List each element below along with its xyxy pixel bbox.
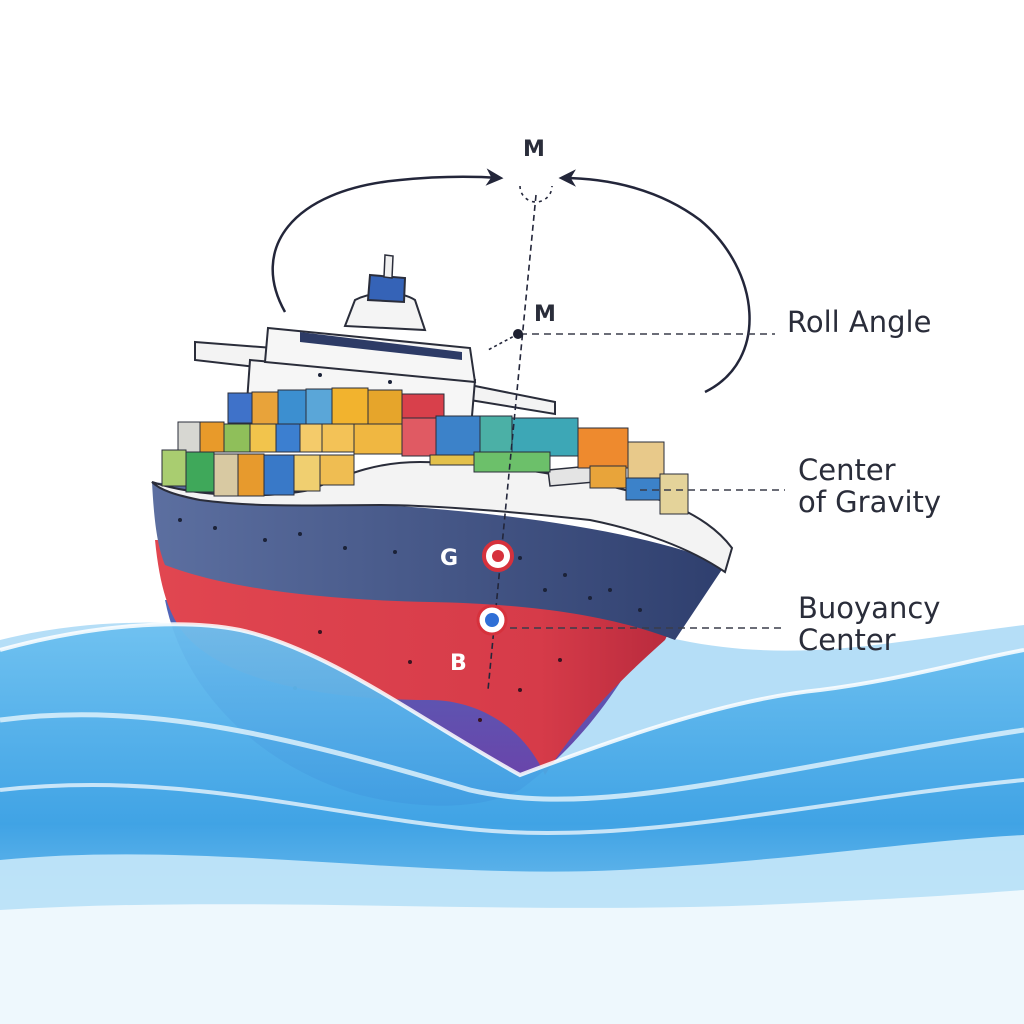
- sea-front: [0, 622, 1024, 1024]
- metacenter-top-label: M: [523, 137, 545, 162]
- center-of-gravity-marker: [482, 540, 514, 572]
- center-of-gravity-line1: Center: [798, 453, 896, 487]
- cargo-containers: [161, 387, 689, 515]
- metacenter-label: M: [534, 302, 556, 327]
- roll-angle-arrows: [271, 168, 751, 394]
- leader-lines: [510, 333, 785, 629]
- center-of-gravity-line2: of Gravity: [798, 485, 942, 520]
- buoyancy-center-marker: [476, 604, 508, 636]
- metacenter-circle: [519, 185, 553, 203]
- roll-arc-left: [271, 168, 504, 313]
- center-of-gravity-label: Center of Gravity: [798, 454, 941, 519]
- tilted-axis-line: [487, 333, 519, 351]
- roll-angle-label: Roll Angle: [787, 305, 932, 339]
- roll-arc-right: [558, 169, 751, 394]
- point-g-label: G: [440, 546, 459, 571]
- ship-hull-blue: [152, 482, 725, 722]
- buoyancy-center-line2: Center: [798, 623, 896, 658]
- buoyancy-center-line1: Buoyancy: [798, 591, 941, 625]
- metacenter-point: [513, 329, 523, 339]
- buoyancy-center-label: Buoyancy Center: [798, 592, 940, 657]
- point-b-label: B: [450, 651, 467, 676]
